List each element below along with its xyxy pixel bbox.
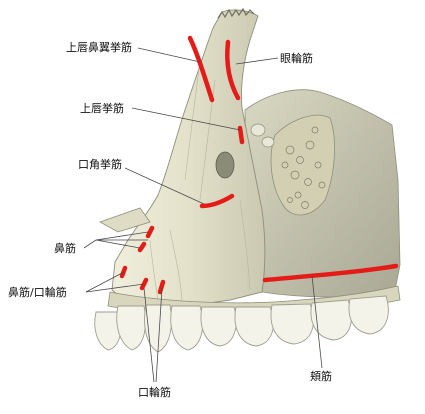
muscle-attachments (119, 35, 399, 295)
label-levator-labii-alaeque-nasi: 上唇鼻翼挙筋 (66, 41, 132, 54)
label-buccinator: 頬筋 (310, 370, 332, 383)
teeth-row (94, 295, 389, 353)
tooth (116, 305, 146, 351)
anterior-nasal-spine (99, 207, 151, 233)
label-nasalis: 鼻筋 (54, 242, 76, 255)
leader-lines (83, 47, 323, 383)
infraorbital-foramen (215, 151, 235, 179)
frontal-process-serration (217, 7, 255, 19)
tooth (200, 306, 237, 347)
attachment-levator-anguli-oris (199, 193, 235, 209)
tooth (234, 306, 274, 347)
maxillary-sinus-opening (270, 114, 335, 216)
attachment-nasalis-1 (145, 225, 155, 239)
attachment-levator-labii-alaeque-nasi (187, 35, 215, 103)
label-orbicularis-oris: 口輪筋 (138, 386, 171, 399)
tooth (348, 295, 389, 335)
attachment-buccinator (262, 263, 399, 283)
orbital-bumps (250, 123, 275, 148)
attachment-levator-labii-superioris (237, 125, 245, 145)
attachment-nasalis-2 (137, 241, 147, 253)
label-levator-labii-superioris: 上唇挙筋 (80, 102, 124, 115)
label-nasalis-orbicularis-oris: 鼻筋/口輪筋 (8, 286, 67, 299)
spongy-bone-texture (281, 126, 326, 209)
attachment-orbicularis-oris (157, 279, 166, 295)
tooth (170, 305, 204, 351)
label-orbicularis-oculi: 眼輪筋 (280, 52, 313, 65)
attachment-orbicularis-oculi (225, 39, 241, 101)
maxilla-anterior-surface (111, 9, 266, 306)
label-levator-anguli-oris: 口角挙筋 (78, 158, 122, 171)
tooth (270, 303, 314, 345)
